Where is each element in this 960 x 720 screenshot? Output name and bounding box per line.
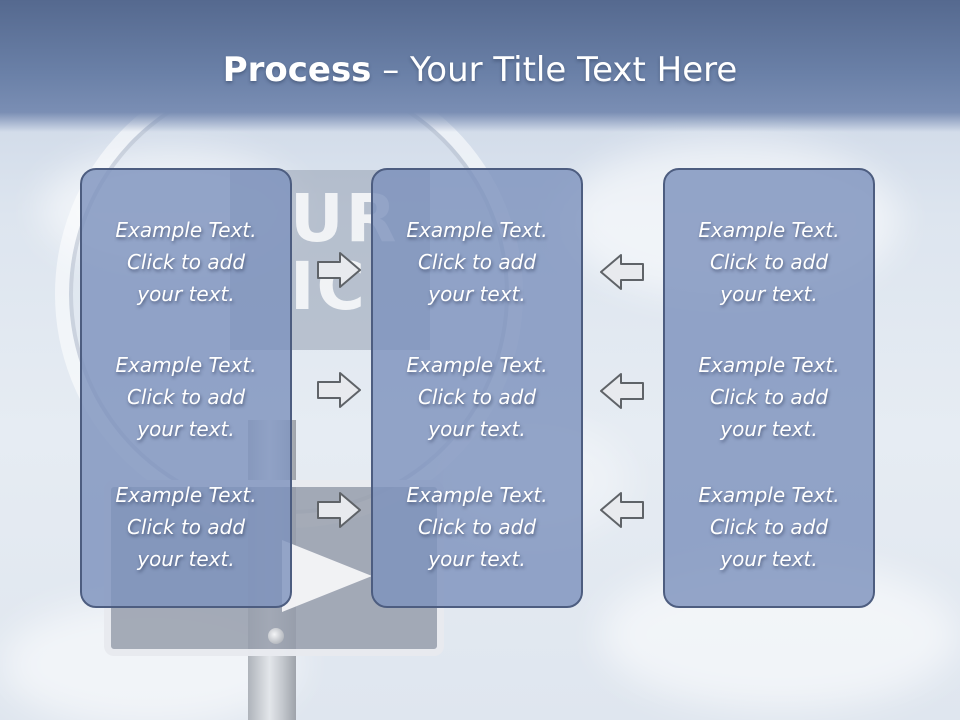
text-box-left[interactable]: Example Text. Click to add your text. Ex…	[80, 168, 292, 608]
text-line: Example Text.	[115, 483, 257, 507]
text-placeholder[interactable]: Example Text. Click to add your text.	[82, 214, 290, 310]
text-line: Click to add	[126, 385, 246, 409]
text-line: Example Text.	[406, 218, 548, 242]
text-line: Click to add	[709, 385, 829, 409]
arrow-left-icon[interactable]	[599, 490, 645, 530]
text-line: Click to add	[417, 385, 537, 409]
text-box-right[interactable]: Example Text. Click to add your text. Ex…	[663, 168, 875, 608]
text-line: your text.	[137, 282, 235, 306]
text-line: your text.	[137, 417, 235, 441]
text-line: Click to add	[709, 250, 829, 274]
slide-title[interactable]: Process – Your Title Text Here	[0, 50, 960, 90]
slide-title-rest: – Your Title Text Here	[371, 50, 738, 90]
text-placeholder[interactable]: Example Text. Click to add your text.	[373, 214, 581, 310]
text-placeholder[interactable]: Example Text. Click to add your text.	[82, 479, 290, 575]
text-line: your text.	[720, 417, 818, 441]
text-line: your text.	[428, 417, 526, 441]
text-line: your text.	[720, 547, 818, 571]
text-placeholder[interactable]: Example Text. Click to add your text.	[373, 349, 581, 445]
text-line: Click to add	[126, 250, 246, 274]
background-sign-bolt	[268, 628, 284, 644]
arrow-right-icon[interactable]	[316, 250, 362, 290]
text-placeholder[interactable]: Example Text. Click to add your text.	[665, 349, 873, 445]
text-line: Example Text.	[406, 483, 548, 507]
text-box-middle[interactable]: Example Text. Click to add your text. Ex…	[371, 168, 583, 608]
background-sign-arrow	[282, 540, 372, 612]
text-line: Click to add	[709, 515, 829, 539]
text-placeholder[interactable]: Example Text. Click to add your text.	[665, 479, 873, 575]
text-line: Example Text.	[406, 353, 548, 377]
title-band	[0, 0, 960, 132]
text-line: Click to add	[417, 515, 537, 539]
text-line: your text.	[720, 282, 818, 306]
text-placeholder[interactable]: Example Text. Click to add your text.	[665, 214, 873, 310]
text-line: Click to add	[417, 250, 537, 274]
text-placeholder[interactable]: Example Text. Click to add your text.	[82, 349, 290, 445]
text-line: Click to add	[126, 515, 246, 539]
arrow-left-icon[interactable]	[599, 371, 645, 411]
text-line: Example Text.	[698, 483, 840, 507]
text-line: Example Text.	[115, 218, 257, 242]
arrow-left-icon[interactable]	[599, 252, 645, 292]
text-line: Example Text.	[698, 218, 840, 242]
text-line: your text.	[137, 547, 235, 571]
text-placeholder[interactable]: Example Text. Click to add your text.	[373, 479, 581, 575]
arrow-right-icon[interactable]	[316, 490, 362, 530]
text-line: Example Text.	[698, 353, 840, 377]
text-line: your text.	[428, 547, 526, 571]
text-line: Example Text.	[115, 353, 257, 377]
text-line: your text.	[428, 282, 526, 306]
slide-title-bold: Process	[222, 50, 372, 90]
arrow-right-icon[interactable]	[316, 370, 362, 410]
